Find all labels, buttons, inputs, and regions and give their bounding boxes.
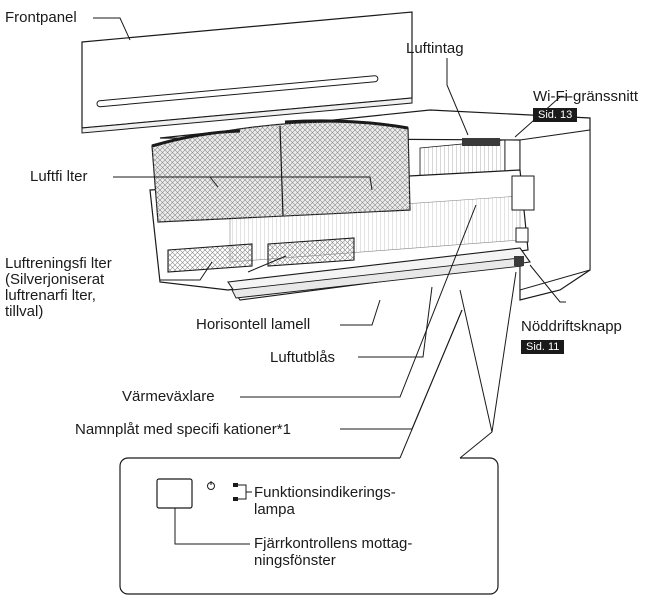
label-line: ningsfönster bbox=[254, 552, 336, 569]
label-line: Luftreningsfi lter bbox=[5, 255, 112, 272]
indicator-lamp-icon bbox=[233, 483, 238, 487]
display-callout-box bbox=[119, 309, 499, 595]
remote-receiver-window bbox=[156, 478, 193, 509]
label-name-plate: Namnplåt med specifi kationer*1 bbox=[75, 421, 291, 438]
label-frontpanel: Frontpanel bbox=[5, 9, 77, 26]
label-horizontal-louver: Horisontell lamell bbox=[196, 316, 311, 333]
label-line: lampa bbox=[254, 501, 295, 518]
leader-lines bbox=[93, 17, 570, 433]
wifi-page-reference: Sid. 13 bbox=[533, 108, 578, 122]
label-emergency-button: Nöddriftsknapp bbox=[521, 318, 622, 335]
label-air-purifying-filter: Luftreningsfi lter (Silverjoniserat luft… bbox=[5, 256, 112, 320]
label-indicator-lamp: Funktionsindikerings- lampa bbox=[254, 484, 396, 518]
emergency-page-reference: Sid. 11 bbox=[521, 340, 565, 354]
label-wifi-interface: Wi-Fi-gränssnitt bbox=[533, 88, 639, 105]
label-line: Fjärrkontrollens mottag- bbox=[254, 535, 413, 552]
air-filters bbox=[151, 119, 411, 223]
label-heat-exchanger: Värmeväxlare bbox=[122, 388, 215, 405]
label-line: (Silverjoniserat bbox=[5, 271, 105, 288]
label-air-intake: Luftintag bbox=[406, 40, 464, 57]
label-line: luftrenarfi lter, bbox=[5, 287, 96, 304]
label-air-outlet: Luftutblås bbox=[270, 349, 336, 366]
air-purifying-filters bbox=[167, 237, 355, 273]
front-panel bbox=[81, 11, 413, 134]
label-remote-receiver: Fjärrkontrollens mottag- ningsfönster bbox=[254, 535, 412, 569]
label-line: tillval) bbox=[5, 303, 44, 320]
label-line: Funktionsindikerings- bbox=[254, 484, 396, 501]
label-air-filter: Luftfi lter bbox=[30, 168, 88, 185]
